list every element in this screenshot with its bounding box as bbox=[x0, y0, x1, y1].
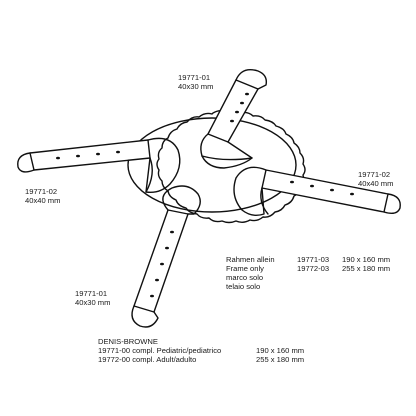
set-item-size: 255 x 180 mm bbox=[256, 355, 305, 364]
frame-sizes: 190 x 160 mm 255 x 180 mm bbox=[342, 255, 390, 273]
frame-size: 255 x 180 mm bbox=[342, 264, 391, 273]
frame-code: 19771-03 bbox=[297, 255, 330, 264]
blade-right-label: 19771-02 40x40 mm bbox=[358, 170, 393, 188]
frame-code: 19772-03 bbox=[297, 264, 330, 273]
blade-lower-size: 40x30 mm bbox=[75, 298, 111, 307]
blade-lower-code: 19771-01 bbox=[75, 289, 108, 298]
set-title: DENIS-BROWNE bbox=[98, 337, 158, 346]
frame-names: Rahmen allein Frame only marco solo tela… bbox=[226, 255, 275, 291]
blade-left-label: 19771-02 40x40 mm bbox=[25, 187, 60, 205]
frame-name-de: Rahmen allein bbox=[226, 255, 275, 264]
set-sizes: 190 x 160 mm 255 x 180 mm bbox=[256, 346, 304, 364]
blade-right-code: 19771-02 bbox=[358, 170, 391, 179]
set-info: DENIS-BROWNE 19771-00 compl. Pediatric/p… bbox=[98, 337, 221, 364]
blade-right-size: 40x40 mm bbox=[358, 179, 394, 188]
frame-name-it: telaio solo bbox=[226, 282, 261, 291]
frame-inner-edge bbox=[127, 117, 297, 213]
blade-upper-size: 40x30 mm bbox=[178, 82, 214, 91]
blade-left bbox=[17, 137, 181, 194]
blade-lower bbox=[131, 185, 201, 328]
blade-right bbox=[233, 166, 401, 217]
blade-upper-label: 19771-01 40x30 mm bbox=[178, 73, 213, 91]
blade-left-code: 19771-02 bbox=[25, 187, 58, 196]
blade-upper bbox=[200, 68, 268, 169]
frame-scalloped-edge bbox=[156, 110, 306, 224]
frame-name-en: Frame only bbox=[226, 264, 264, 273]
frame-codes: 19771-03 19772-03 bbox=[297, 255, 329, 273]
blade-upper-code: 19771-01 bbox=[178, 73, 211, 82]
frame-size: 190 x 160 mm bbox=[342, 255, 391, 264]
blade-left-size: 40x40 mm bbox=[25, 196, 61, 205]
frame-name-es: marco solo bbox=[226, 273, 264, 282]
set-item-label: 19771-00 compl. Pediatric/pediatrico bbox=[98, 346, 222, 355]
set-item-label: 19772-00 compl. Adult/adulto bbox=[98, 355, 197, 364]
blade-lower-label: 19771-01 40x30 mm bbox=[75, 289, 110, 307]
set-item-size: 190 x 160 mm bbox=[256, 346, 305, 355]
